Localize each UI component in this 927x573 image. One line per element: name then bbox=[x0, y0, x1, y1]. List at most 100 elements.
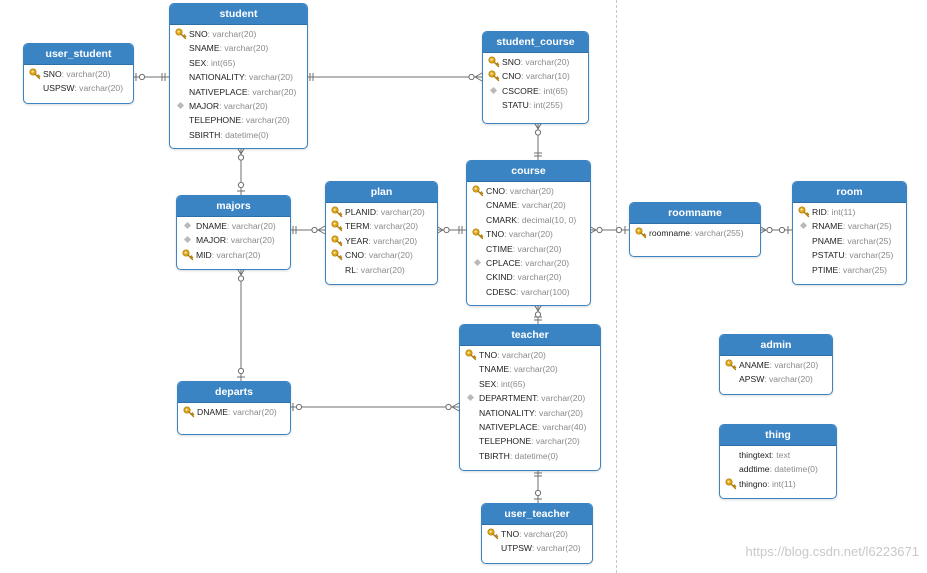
field-row[interactable]: CSCORE: int(65) bbox=[483, 84, 588, 98]
field-type-separator: : bbox=[512, 272, 518, 283]
field-row[interactable]: DNAME: varchar(20) bbox=[177, 219, 290, 233]
field-row[interactable]: PTIME: varchar(25) bbox=[793, 263, 906, 277]
field-row[interactable]: CNAME: varchar(20) bbox=[467, 198, 590, 212]
field-row[interactable]: MAJOR: varchar(20) bbox=[170, 99, 307, 113]
field-type: int(255) bbox=[533, 100, 563, 111]
field-type-separator: : bbox=[516, 286, 521, 297]
field-row[interactable]: SNO: varchar(20) bbox=[170, 27, 307, 41]
field-type-separator: : bbox=[520, 57, 526, 67]
field-row[interactable]: CNO: varchar(20) bbox=[326, 248, 437, 262]
field-type: varchar(20) bbox=[768, 374, 813, 385]
field-row[interactable]: MAJOR: varchar(20) bbox=[177, 233, 290, 247]
field-row[interactable]: USPSW: varchar(20) bbox=[24, 81, 133, 95]
field-row[interactable]: CPLACE: varchar(20) bbox=[467, 256, 590, 270]
entity-teacher[interactable]: teacher TNO: varchar(20)TNAME: varchar(2… bbox=[459, 324, 601, 471]
field-type: varchar(20) bbox=[536, 543, 581, 554]
field-type-separator: : bbox=[520, 257, 526, 268]
field-row[interactable]: TBIRTH: datetime(0) bbox=[460, 449, 600, 463]
field-name: CNAME bbox=[486, 200, 518, 211]
field-row[interactable]: CNO: varchar(10) bbox=[483, 69, 588, 83]
field-row[interactable]: roomname: varchar(255) bbox=[630, 226, 760, 240]
field-name: TNO bbox=[486, 229, 505, 240]
field-row[interactable]: SBIRTH: datetime(0) bbox=[170, 128, 307, 142]
field-type-separator: : bbox=[219, 100, 224, 111]
field-row[interactable]: RID: int(11) bbox=[793, 205, 906, 219]
field-row[interactable]: DNAME: varchar(20) bbox=[178, 405, 290, 419]
entity-title: plan bbox=[326, 182, 437, 203]
field-row[interactable]: CMARK: decimal(10, 0) bbox=[467, 213, 590, 227]
field-row[interactable]: TNO: varchar(20) bbox=[467, 227, 590, 241]
field-row[interactable]: SNO: varchar(20) bbox=[24, 67, 133, 81]
field-row[interactable]: CDESC: varchar(100) bbox=[467, 285, 590, 299]
field-type: int(11) bbox=[831, 207, 856, 217]
field-row[interactable]: DEPARTMENT: varchar(20) bbox=[460, 391, 600, 405]
field-row[interactable]: NATIONALITY: varchar(20) bbox=[170, 70, 307, 84]
entity-user-student[interactable]: user_student SNO: varchar(20)USPSW: varc… bbox=[23, 43, 134, 104]
field-row[interactable]: CKIND: varchar(20) bbox=[467, 270, 590, 284]
entity-title: course bbox=[467, 161, 590, 182]
blank-icon bbox=[465, 449, 477, 461]
field-row[interactable]: ANAME: varchar(20) bbox=[720, 358, 832, 372]
field-row[interactable]: addtime: datetime(0) bbox=[720, 462, 836, 476]
field-row[interactable]: SNO: varchar(20) bbox=[483, 55, 588, 69]
entity-admin[interactable]: admin ANAME: varchar(20)APSW: varchar(20… bbox=[719, 334, 833, 395]
field-row[interactable]: TELEPHONE: varchar(20) bbox=[170, 113, 307, 127]
field-row[interactable]: TNAME: varchar(20) bbox=[460, 362, 600, 376]
field-name: MAJOR bbox=[196, 235, 227, 246]
entity-student[interactable]: student SNO: varchar(20)SNAME: varchar(2… bbox=[169, 3, 308, 149]
field-row[interactable]: TERM: varchar(20) bbox=[326, 219, 437, 233]
field-type-separator: : bbox=[505, 186, 510, 196]
field-row[interactable]: SEX: int(65) bbox=[460, 377, 600, 391]
field-row[interactable]: UTPSW: varchar(20) bbox=[482, 541, 592, 555]
field-type-separator: : bbox=[241, 115, 246, 126]
entity-plan[interactable]: plan PLANID: varchar(20)TERM: varchar(20… bbox=[325, 181, 438, 285]
index-diamond-icon bbox=[182, 220, 194, 232]
field-row[interactable]: TNO: varchar(20) bbox=[482, 527, 592, 541]
entity-user-teacher[interactable]: user_teacher TNO: varchar(20)UTPSW: varc… bbox=[481, 503, 593, 564]
field-row[interactable]: TNO: varchar(20) bbox=[460, 348, 600, 362]
field-row[interactable]: STATU: int(255) bbox=[483, 98, 588, 112]
entity-roomname[interactable]: roomname roomname: varchar(255) bbox=[629, 202, 761, 257]
entity-room[interactable]: room RID: int(11)RNAME: varchar(25)PNAME… bbox=[792, 181, 907, 285]
field-type: varchar(20) bbox=[374, 221, 419, 232]
blank-icon bbox=[465, 378, 477, 390]
field-row[interactable]: CTIME: varchar(20) bbox=[467, 242, 590, 256]
entity-student-course[interactable]: student_course SNO: varchar(20)CNO: varc… bbox=[482, 31, 589, 124]
field-row[interactable]: SNAME: varchar(20) bbox=[170, 41, 307, 55]
field-row[interactable]: NATIONALITY: varchar(20) bbox=[460, 406, 600, 420]
entity-course[interactable]: course CNO: varchar(20)CNAME: varchar(20… bbox=[466, 160, 591, 306]
field-row[interactable]: APSW: varchar(20) bbox=[720, 372, 832, 386]
blank-icon bbox=[472, 271, 484, 283]
field-name: PTIME bbox=[812, 264, 839, 275]
field-type: varchar(20) bbox=[373, 235, 418, 246]
field-row[interactable]: thingno: int(11) bbox=[720, 477, 836, 491]
entity-majors[interactable]: majors DNAME: varchar(20)MAJOR: varchar(… bbox=[176, 195, 291, 270]
field-row[interactable]: NATIVEPLACE: varchar(40) bbox=[460, 420, 600, 434]
field-row[interactable]: PLANID: varchar(20) bbox=[326, 205, 437, 219]
field-row[interactable]: RNAME: varchar(25) bbox=[793, 219, 906, 233]
field-row[interactable]: YEAR: varchar(20) bbox=[326, 234, 437, 248]
field-name: CDESC bbox=[486, 286, 517, 297]
field-row[interactable]: CNO: varchar(20) bbox=[467, 184, 590, 198]
field-row[interactable]: PNAME: varchar(25) bbox=[793, 234, 906, 248]
field-type-separator: : bbox=[844, 250, 850, 261]
field-row[interactable]: RL: varchar(20) bbox=[326, 263, 437, 277]
field-row[interactable]: SEX: int(65) bbox=[170, 56, 307, 70]
field-row[interactable]: thingtext: text bbox=[720, 448, 836, 462]
primary-key-icon bbox=[635, 227, 647, 239]
field-row[interactable]: PSTATU: varchar(25) bbox=[793, 248, 906, 262]
field-type: varchar(25) bbox=[847, 221, 892, 232]
field-row[interactable]: NATIVEPLACE: varchar(20) bbox=[170, 85, 307, 99]
field-type-separator: : bbox=[537, 421, 543, 432]
field-type-separator: : bbox=[536, 393, 542, 404]
field-row[interactable]: MID: varchar(20) bbox=[177, 248, 290, 262]
field-type: varchar(20) bbox=[541, 393, 586, 404]
entity-title: student bbox=[170, 4, 307, 25]
field-row[interactable]: TELEPHONE: varchar(20) bbox=[460, 434, 600, 448]
field-name: TNAME bbox=[479, 364, 510, 375]
entity-departs[interactable]: departs DNAME: varchar(20) bbox=[177, 381, 291, 435]
primary-key-icon bbox=[488, 56, 500, 68]
